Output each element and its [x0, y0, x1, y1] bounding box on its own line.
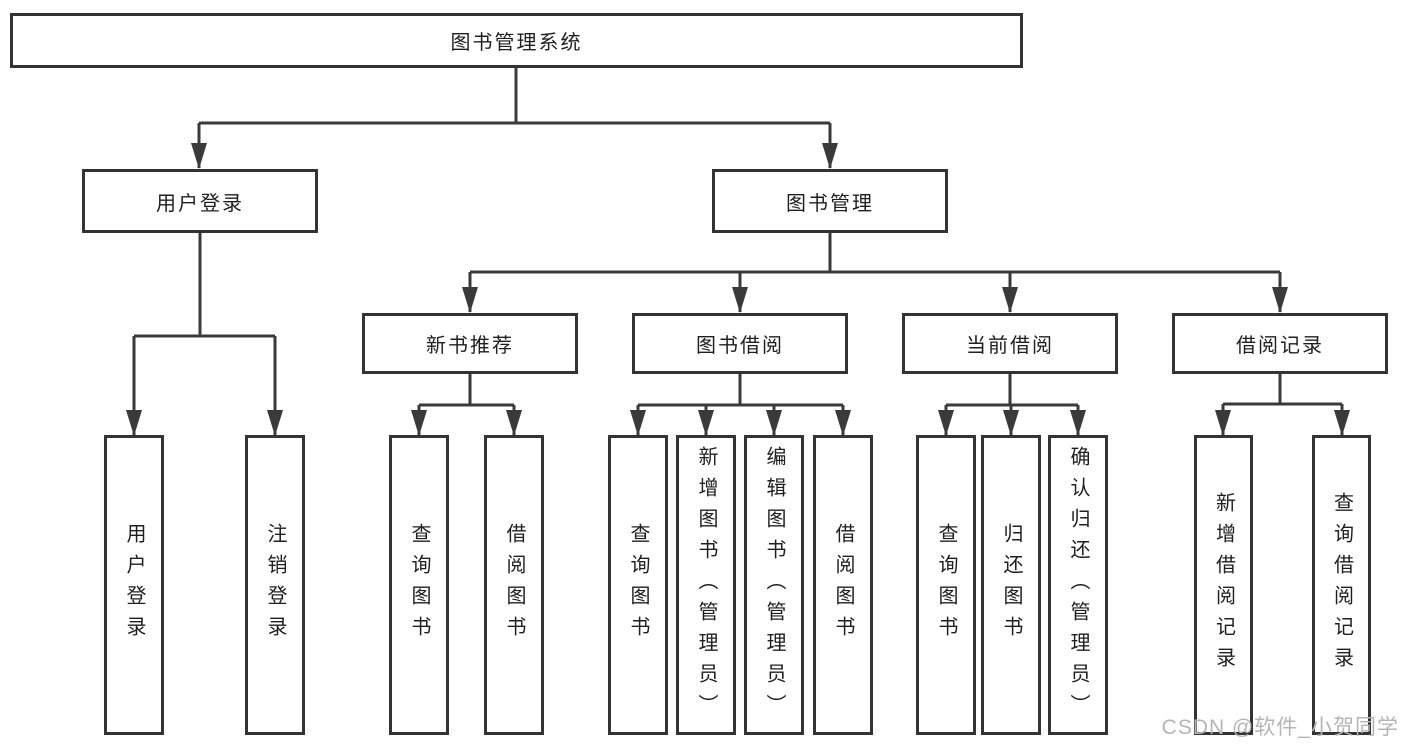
leaf-logout: 注销登录 — [245, 435, 305, 735]
node-current-borrow: 当前借阅 — [902, 313, 1118, 374]
leaf-confirm-return-admin-label: 确认归还（管理员） — [1067, 445, 1089, 725]
leaf-query-borrow-record-label: 查询借阅记录 — [1330, 492, 1353, 678]
node-library-system: 图书管理系统 — [10, 13, 1023, 68]
leaf-confirm-return-admin: 确认归还（管理员） — [1048, 435, 1108, 735]
leaf-return-books: 归还图书 — [981, 435, 1041, 735]
node-user-login-label: 用户登录 — [156, 192, 244, 215]
node-borrow-records: 借阅记录 — [1172, 313, 1388, 374]
leaf-query-books-current-label: 查询图书 — [935, 523, 957, 647]
leaf-add-borrow-record: 新增借阅记录 — [1194, 435, 1253, 735]
leaf-user-login-label: 用户登录 — [123, 523, 145, 647]
leaf-add-book-admin: 新增图书（管理员） — [676, 435, 736, 735]
node-book-management: 图书管理 — [712, 169, 948, 233]
node-book-borrow-label: 图书借阅 — [696, 335, 784, 357]
leaf-borrow-books-label: 借阅图书 — [832, 523, 854, 647]
watermark-csdn: CSDN @软件_小贺同学 — [1161, 716, 1399, 739]
node-new-book-recommend: 新书推荐 — [362, 313, 578, 374]
leaf-query-books-borrow-label: 查询图书 — [627, 523, 649, 647]
leaf-query-books-recommend: 查询图书 — [389, 435, 449, 735]
node-book-borrow: 图书借阅 — [632, 313, 848, 374]
node-borrow-records-label: 借阅记录 — [1236, 335, 1324, 357]
leaf-edit-book-admin-label: 编辑图书（管理员） — [763, 445, 785, 725]
leaf-query-books-borrow: 查询图书 — [608, 435, 668, 735]
leaf-query-books-recommend-label: 查询图书 — [408, 523, 430, 647]
leaf-user-login: 用户登录 — [104, 435, 164, 735]
leaf-return-books-label: 归还图书 — [1000, 523, 1022, 647]
leaf-query-borrow-record: 查询借阅记录 — [1312, 435, 1371, 735]
leaf-edit-book-admin: 编辑图书（管理员） — [744, 435, 804, 735]
leaf-add-book-admin-label: 新增图书（管理员） — [695, 445, 717, 725]
node-library-system-label: 图书管理系统 — [450, 32, 583, 54]
node-current-borrow-label: 当前借阅 — [966, 335, 1054, 357]
node-new-book-recommend-label: 新书推荐 — [426, 335, 514, 357]
leaf-borrow-books: 借阅图书 — [813, 435, 873, 735]
node-book-management-label: 图书管理 — [786, 192, 874, 215]
leaf-borrow-books-recommend: 借阅图书 — [484, 435, 544, 735]
node-user-login: 用户登录 — [82, 169, 318, 233]
leaf-borrow-books-recommend-label: 借阅图书 — [503, 523, 525, 647]
leaf-add-borrow-record-label: 新增借阅记录 — [1212, 492, 1235, 678]
leaf-logout-label: 注销登录 — [264, 523, 286, 647]
leaf-query-books-current: 查询图书 — [916, 435, 976, 735]
